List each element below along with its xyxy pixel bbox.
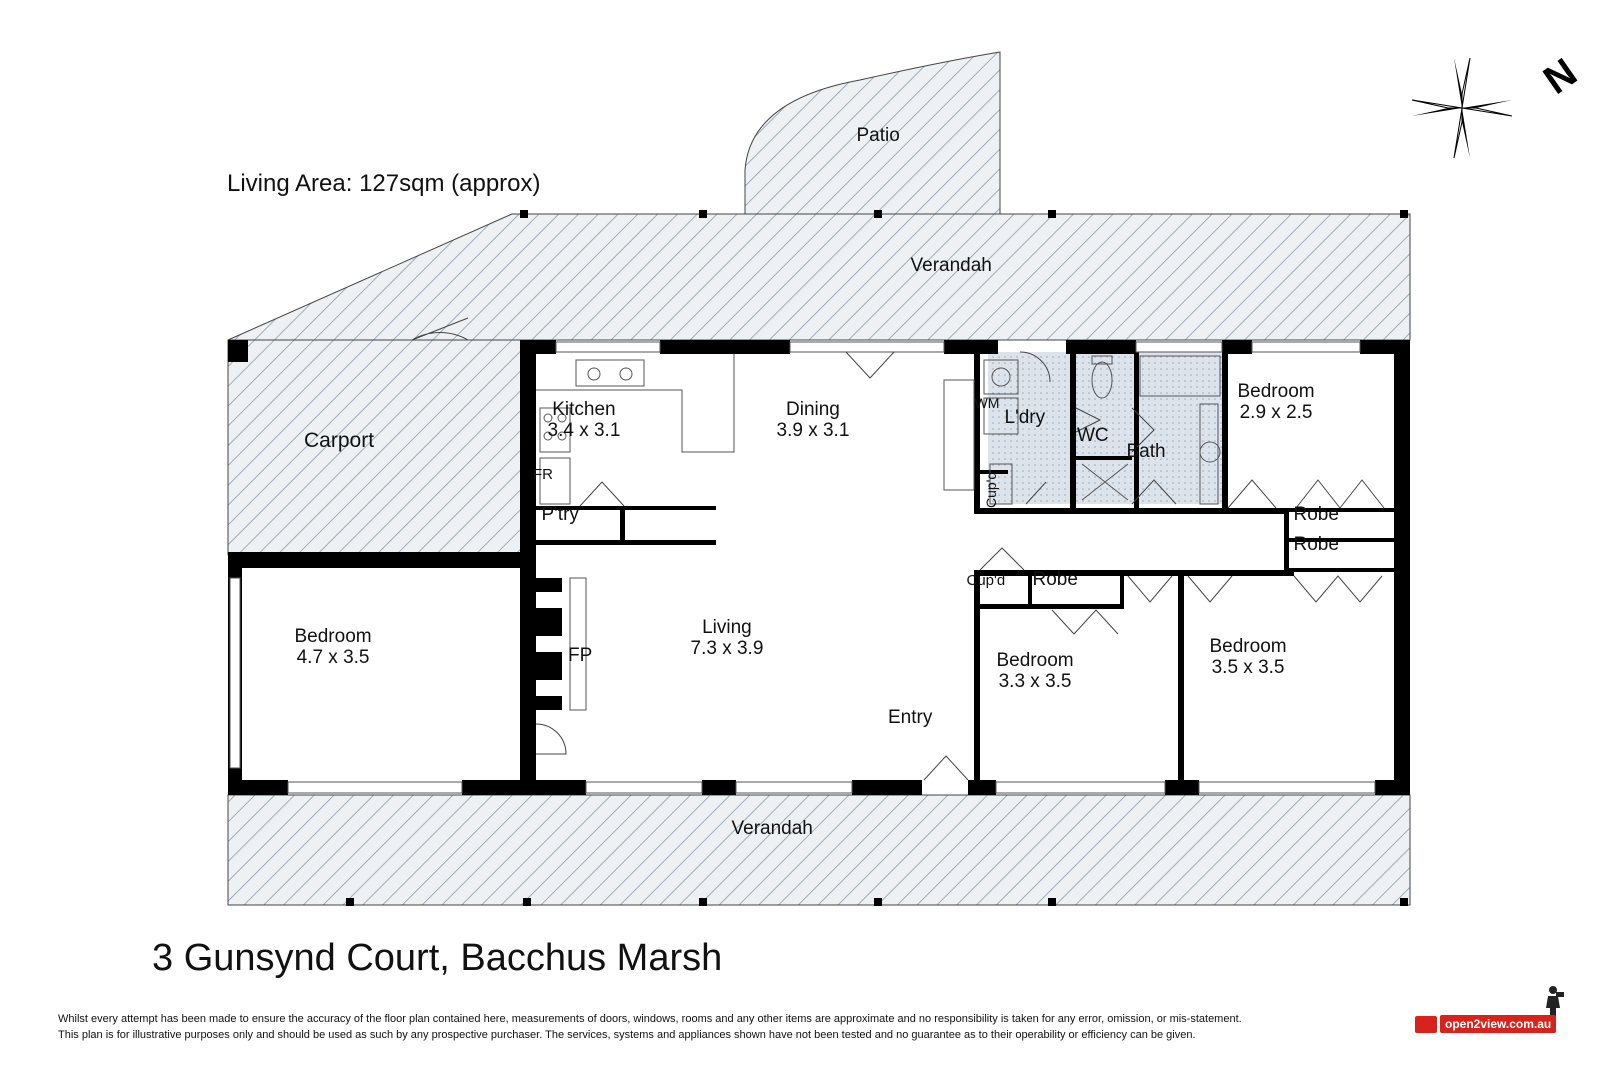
bedroom2-label: Bedroom 2.9 x 2.5: [1237, 381, 1315, 424]
living-name: Living: [702, 617, 752, 638]
verandah-posts: [346, 210, 1408, 906]
wm-label: WM: [974, 394, 1000, 411]
laundry-cupboard-label: Cup'd: [983, 471, 999, 508]
doors: [411, 317, 1385, 781]
bedroom4-label: Bedroom 3.5 x 3.5: [1209, 636, 1287, 679]
hall-robe-label: Robe: [1032, 568, 1078, 590]
bedroom3-label: Bedroom 3.3 x 3.5: [996, 650, 1074, 693]
disclaimer: Whilst every attempt has been made to en…: [58, 1011, 1418, 1043]
bedroom3-dim: 3.3 x 3.5: [998, 670, 1072, 692]
compass-icon: [1411, 57, 1513, 159]
living-dim: 7.3 x 3.9: [690, 637, 764, 659]
dining-dim: 3.9 x 3.1: [776, 419, 850, 441]
front-verandah-area: [227, 794, 1411, 906]
bedroom2-dim: 2.9 x 2.5: [1239, 401, 1313, 423]
bedroom2-name: Bedroom: [1237, 381, 1315, 402]
entry-label: Entry: [888, 706, 933, 728]
laundry-label: L'dry: [1004, 406, 1046, 428]
patio-area: [744, 51, 1001, 215]
laundry-floor: [988, 352, 1070, 504]
bedroom2-robe-a-label: Robe: [1293, 503, 1339, 525]
front-verandah-label: Verandah: [731, 817, 813, 839]
disclaimer-line-1: Whilst every attempt has been made to en…: [58, 1013, 1242, 1025]
bath-floor: [1132, 352, 1224, 504]
bedroom1-dim: 4.7 x 3.5: [296, 646, 370, 668]
shower-floor: [1076, 460, 1132, 504]
brand-badge-icon: [1415, 1015, 1437, 1033]
north-label: N: [1536, 50, 1585, 103]
wc-label: WC: [1077, 424, 1109, 446]
wc-floor: [1076, 352, 1132, 456]
bedroom3-name: Bedroom: [996, 650, 1074, 671]
hall-cupboard-label: Cup'd: [966, 571, 1006, 589]
bedroom4-dim: 3.5 x 3.5: [1211, 656, 1285, 678]
bedroom1-floor: [232, 562, 528, 790]
living-label: Living 7.3 x 3.9: [690, 617, 764, 660]
kitchen-name: Kitchen: [552, 399, 616, 420]
fridge-label: FR: [533, 465, 553, 483]
patio-label: Patio: [856, 124, 900, 146]
interior-floor: [528, 345, 1406, 790]
brand-text: open2view.com.au: [1440, 1015, 1557, 1033]
bedroom4-name: Bedroom: [1209, 636, 1287, 657]
disclaimer-line-2: This plan is for illustrative purposes o…: [58, 1029, 1196, 1041]
bedroom1-name: Bedroom: [294, 626, 372, 647]
kitchen-dim: 3.4 x 3.1: [547, 419, 621, 441]
walls: [228, 340, 1410, 795]
bedroom1-label: Bedroom 4.7 x 3.5: [294, 626, 372, 669]
living-area-label: Living Area: 127sqm (approx): [227, 170, 541, 197]
fireplace-label: FP: [568, 644, 593, 666]
dining-label: Dining 3.9 x 3.1: [776, 399, 850, 442]
carport-label: Carport: [304, 428, 375, 452]
fixtures: [536, 354, 1221, 711]
property-address: 3 Gunsynd Court, Bacchus Marsh: [152, 937, 723, 979]
bath-label: Bath: [1126, 440, 1166, 462]
windows: [229, 341, 1376, 794]
carport-area: [227, 339, 529, 556]
bedroom2-robe-b-label: Robe: [1293, 533, 1339, 555]
rear-verandah-label: Verandah: [910, 254, 992, 276]
dining-name: Dining: [786, 399, 840, 420]
photographer-icon: [1546, 986, 1564, 1016]
kitchen-label: Kitchen 3.4 x 3.1: [547, 399, 621, 442]
rear-verandah-area: [227, 213, 1411, 341]
pantry-label: P'try: [541, 503, 579, 525]
brand-logo[interactable]: open2view.com.au: [1415, 1014, 1557, 1034]
